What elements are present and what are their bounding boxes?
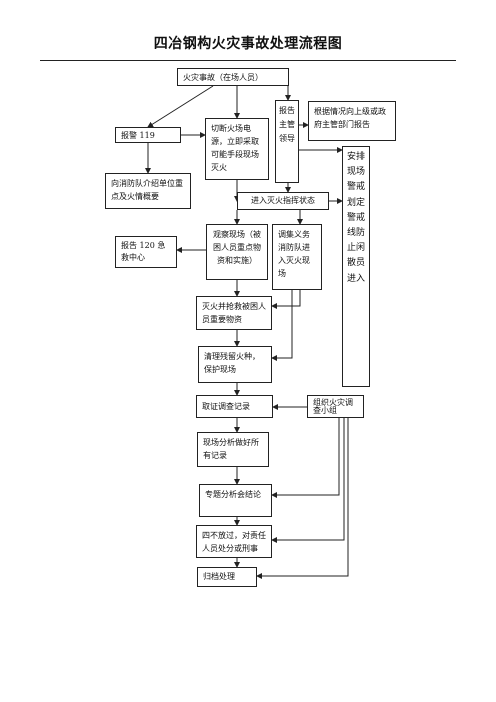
arrow-fire-to-119 — [147, 85, 214, 128]
node-cut-power: 切断火场电源，立即采取可能手段现场灭火 — [205, 118, 269, 180]
page-title: 四冶钢构火灾事故处理流程图 — [153, 36, 343, 52]
node-report-gov: 根据情况向上级或政府主管部门报告 — [308, 101, 396, 141]
node-observe-site: 观察现场（被困人员重点物资和实施） — [206, 224, 268, 280]
arrow-mobilize-to-rescue — [271, 290, 301, 309]
node-investigation-team: 组织火灾调查小组 — [307, 395, 364, 418]
node-conclusion: 专题分析会结论 — [199, 484, 272, 517]
arrow-team-to-conclusion — [271, 418, 340, 498]
node-brief-firefighters: 向消防队介绍单位重点及火情概要 — [105, 173, 191, 209]
title-underline — [40, 60, 456, 61]
node-mobilize-team: 调集义务消防队进入灭火现场 — [272, 224, 322, 290]
node-call-120: 报告 120 急救中心 — [115, 236, 177, 268]
node-four-no: 四不放过，对责任人员处分或刑事 — [196, 525, 272, 558]
node-arrange-guard: 安排现场警戒划定警戒线防止闲散员进入 — [342, 146, 370, 387]
node-report-leader: 报告主管领导 — [275, 100, 299, 183]
arrow-team-to-four-no — [271, 418, 345, 543]
node-command-state: 进入灭火指挥状态 — [237, 192, 329, 210]
node-fire-incident: 火灾事故（在场人员） — [177, 68, 289, 86]
node-evidence: 取证调查记录 — [196, 395, 273, 418]
arrow-team-to-archive — [256, 418, 349, 579]
node-rescue: 灭火并抢救被困人员重要物资 — [196, 296, 272, 330]
node-archive: 归档处理 — [197, 567, 257, 587]
node-site-analysis: 现场分析做好所有记录 — [197, 432, 269, 467]
node-clear-site: 清理残留火种，保护现场 — [198, 346, 272, 383]
arrow-mobilize-to-clear — [271, 290, 293, 361]
node-call-119: 报警 119 — [115, 127, 181, 143]
